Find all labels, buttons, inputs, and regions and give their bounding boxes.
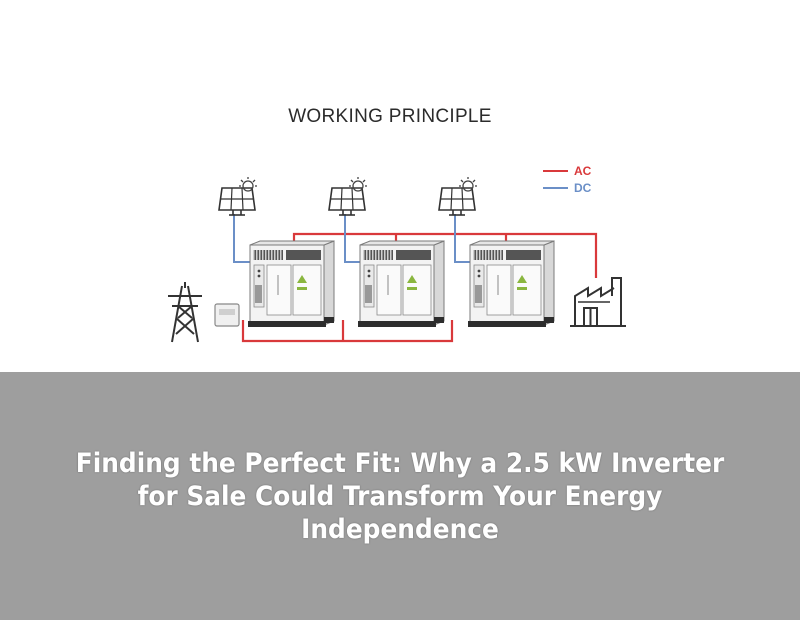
- working-principle-schematic: AC DC: [168, 164, 626, 343]
- headline-text: Finding the Perfect Fit: Why a 2.5 kW In…: [75, 447, 725, 545]
- transmission-tower-icon: [168, 282, 202, 343]
- meter-icon: [214, 303, 240, 327]
- legend: AC DC: [543, 164, 592, 195]
- legend-dc-label: DC: [574, 181, 592, 195]
- diagram-area: WORKING PRINCIPLE: [0, 106, 800, 343]
- solar-panel-icon: [438, 187, 476, 216]
- inverter-cabinet-icon: [357, 240, 445, 328]
- diagram-title-text: WORKING PRINCIPLE: [288, 106, 492, 127]
- headline-banner: Finding the Perfect Fit: Why a 2.5 kW In…: [0, 372, 800, 620]
- inverter-cabinet-icon: [247, 240, 335, 328]
- diagram-title: WORKING PRINCIPLE: [0, 106, 800, 128]
- inverter-cabinet-icon: [467, 240, 555, 328]
- factory-icon: [570, 277, 626, 327]
- solar-panel-icon: [328, 187, 366, 216]
- solar-panel-icon: [218, 187, 256, 216]
- legend-ac-label: AC: [574, 164, 592, 178]
- dc-wiring: [233, 214, 470, 263]
